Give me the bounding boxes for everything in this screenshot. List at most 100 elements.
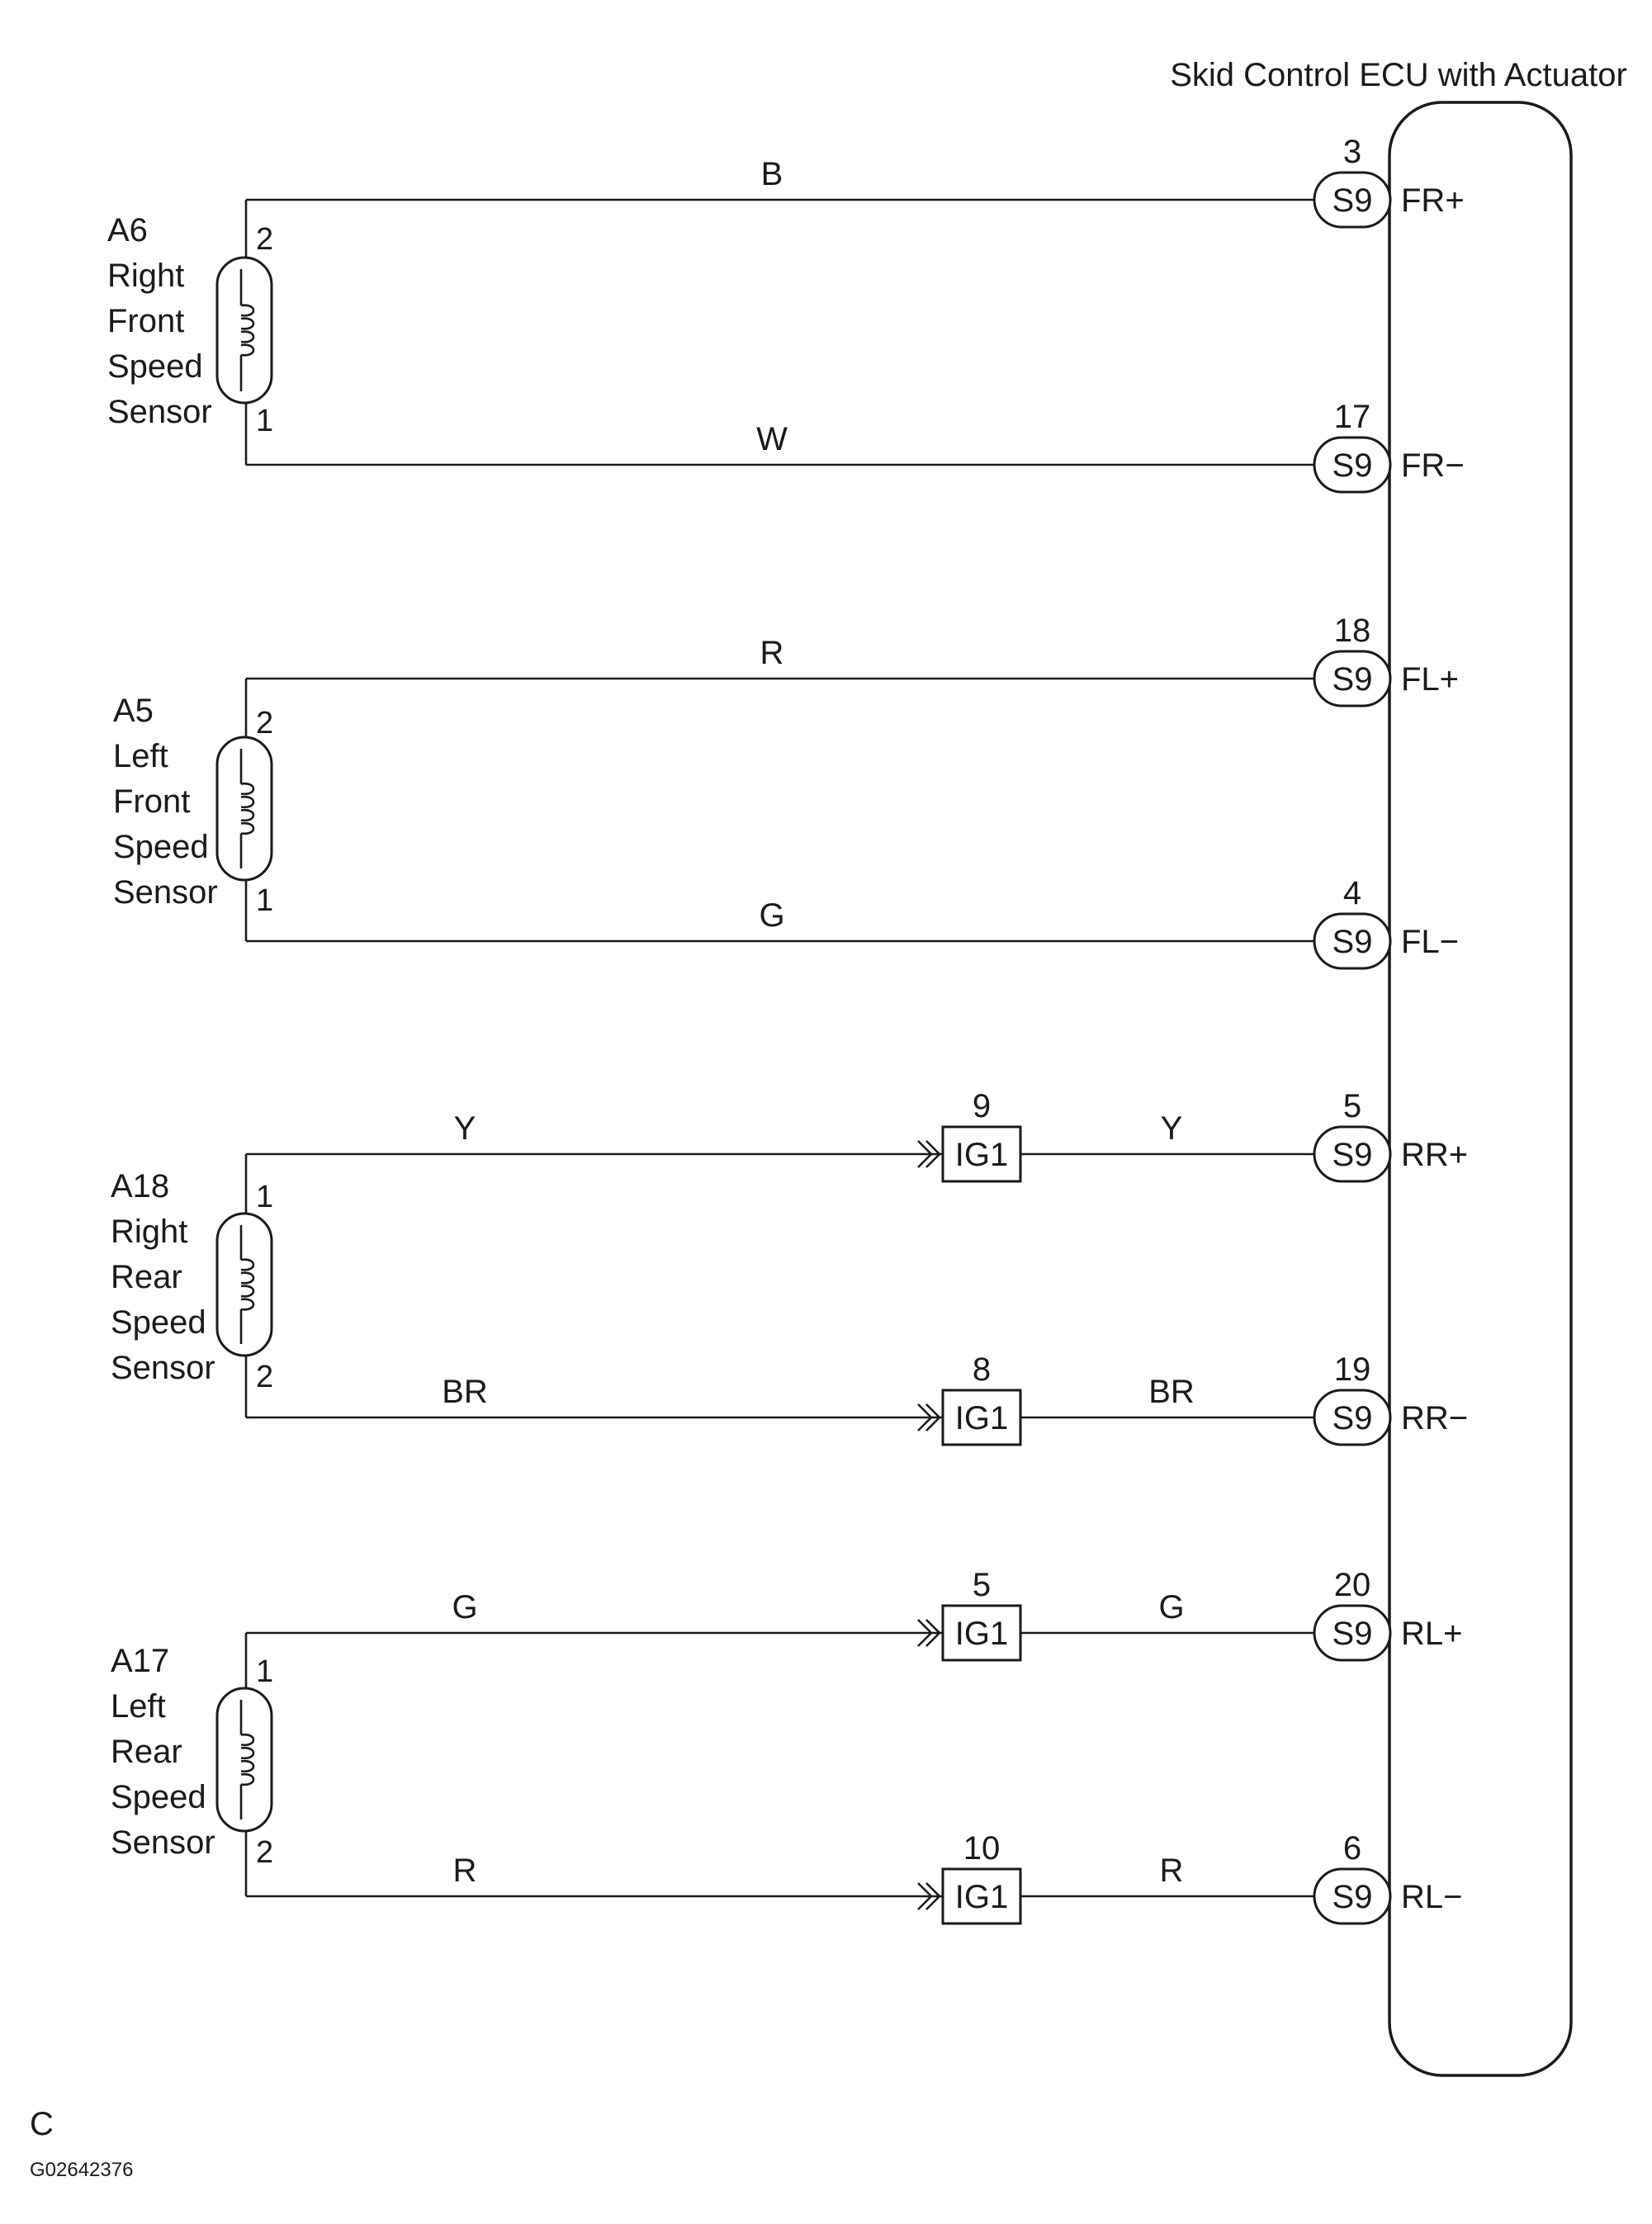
sensor-pin-top: 1	[256, 1180, 273, 1214]
sensor-id: A17	[111, 1643, 169, 1679]
wire-color-label-out: R	[1160, 1853, 1184, 1889]
connector-chevron-icon	[917, 1403, 941, 1431]
junction-connector	[941, 1867, 1022, 1925]
connector-chevron-icon	[917, 1140, 941, 1168]
ecu-connector	[1313, 1125, 1392, 1183]
ecu-signal-name: FR+	[1401, 182, 1465, 219]
junction-connector	[941, 1389, 1022, 1446]
sensor-capsule	[215, 1212, 273, 1357]
ecu-signal-name: FL−	[1401, 924, 1459, 960]
sensor-name-line: Speed	[107, 348, 203, 385]
ecu-title: Skid Control ECU with Actuator	[1170, 57, 1627, 93]
ecu-connector	[1313, 650, 1392, 707]
ecu-connector-label: S9	[1332, 661, 1373, 698]
ecu-connector-label: S9	[1332, 182, 1373, 219]
sensor-name-line: Sensor	[111, 1824, 215, 1861]
connector-chevron-icon	[917, 1882, 941, 1910]
ecu-connector	[1313, 1867, 1392, 1925]
wire-color-label: W	[756, 421, 788, 457]
junction-connector-label: IG1	[955, 1616, 1008, 1652]
section-letter: C	[30, 2106, 54, 2142]
wire-color-label-out: Y	[1161, 1110, 1183, 1147]
ecu-pin-number: 3	[1343, 134, 1361, 170]
sensor-capsule	[215, 1687, 273, 1833]
ecu-pin-number: 4	[1343, 875, 1361, 911]
wire-color-label: B	[761, 156, 783, 192]
sensor-name-line: Front	[113, 783, 190, 820]
ecu-connector-label: S9	[1332, 1616, 1373, 1652]
ecu-signal-name: FL+	[1401, 661, 1459, 698]
junction-connector	[941, 1125, 1022, 1183]
sensor-name-line: Rear	[111, 1259, 182, 1295]
ecu-pin-number: 18	[1334, 613, 1371, 649]
sensor-id: A18	[111, 1168, 169, 1204]
sensor-pin-bottom: 1	[256, 883, 273, 918]
ecu-pin-number: 20	[1334, 1567, 1371, 1603]
sensor-name-line: Sensor	[111, 1350, 215, 1386]
sensor-pin-top: 2	[256, 222, 273, 257]
sensor-name-line: Rear	[111, 1734, 182, 1770]
sensor-name-line: Speed	[111, 1779, 206, 1815]
ecu-connector-label: S9	[1332, 924, 1373, 960]
sensor-name-line: Right	[111, 1214, 187, 1250]
ecu-connector	[1313, 171, 1392, 229]
ecu-connector	[1313, 436, 1392, 494]
ecu-signal-name: RR−	[1401, 1400, 1468, 1436]
coil-icon	[239, 1700, 255, 1819]
ecu-pin-number: 17	[1334, 399, 1371, 435]
ecu-signal-name: RR+	[1401, 1137, 1468, 1173]
sensor-id: A6	[107, 212, 148, 248]
ecu-signal-name: RL−	[1401, 1879, 1463, 1915]
wire-1: B S9 3FR+	[246, 134, 1465, 229]
coil-icon	[239, 269, 255, 391]
sensor-pin-bottom: 2	[256, 1835, 273, 1870]
connector-chevron-icon	[917, 1619, 941, 1647]
wire-color-label: BR	[442, 1374, 488, 1410]
ecu-connector-label: S9	[1332, 1400, 1373, 1436]
wire-color-label-out: G	[1158, 1589, 1184, 1625]
ecu-connector	[1313, 1604, 1392, 1662]
sensor-name-line: Sensor	[113, 874, 218, 911]
wire-color-label: G	[452, 1589, 477, 1625]
wire-color-label: Y	[454, 1110, 476, 1147]
sensor-capsule	[215, 736, 273, 882]
ecu-connector-label: S9	[1332, 447, 1373, 484]
sensor-name-line: Left	[113, 738, 168, 774]
ecu-connector-label: S9	[1332, 1137, 1373, 1173]
coil-icon	[239, 749, 255, 868]
ecu-pin-number: 6	[1343, 1830, 1361, 1867]
sensor-pin-bottom: 1	[256, 404, 273, 438]
ecu-connector-label: S9	[1332, 1879, 1373, 1915]
coil-icon	[239, 1225, 255, 1344]
ecu-connector	[1313, 912, 1392, 970]
ecu-pin-number: 5	[1343, 1088, 1361, 1124]
sensor-name-line: Speed	[113, 829, 209, 865]
junction-pin: 8	[973, 1351, 991, 1388]
junction-connector-label: IG1	[955, 1137, 1008, 1173]
wire-color-label: R	[760, 635, 784, 671]
junction-pin: 10	[963, 1830, 1001, 1867]
sensor-pin-top: 2	[256, 706, 273, 741]
sensor-id: A5	[113, 693, 154, 729]
ecu-connector	[1313, 1389, 1392, 1446]
sensor-name-line: Right	[107, 258, 184, 294]
sensor-capsule	[215, 256, 273, 405]
ecu-signal-name: RL+	[1401, 1616, 1463, 1652]
junction-connector-label: IG1	[955, 1400, 1008, 1436]
sensor-name-line: Speed	[111, 1304, 206, 1341]
wire-color-label-out: BR	[1148, 1374, 1195, 1410]
junction-pin: 5	[973, 1567, 991, 1603]
figure-code: G02642376	[30, 2159, 133, 2181]
wire-5: Y IG1 9Y S9 5RR+	[246, 1088, 1468, 1183]
junction-pin: 9	[973, 1088, 991, 1124]
